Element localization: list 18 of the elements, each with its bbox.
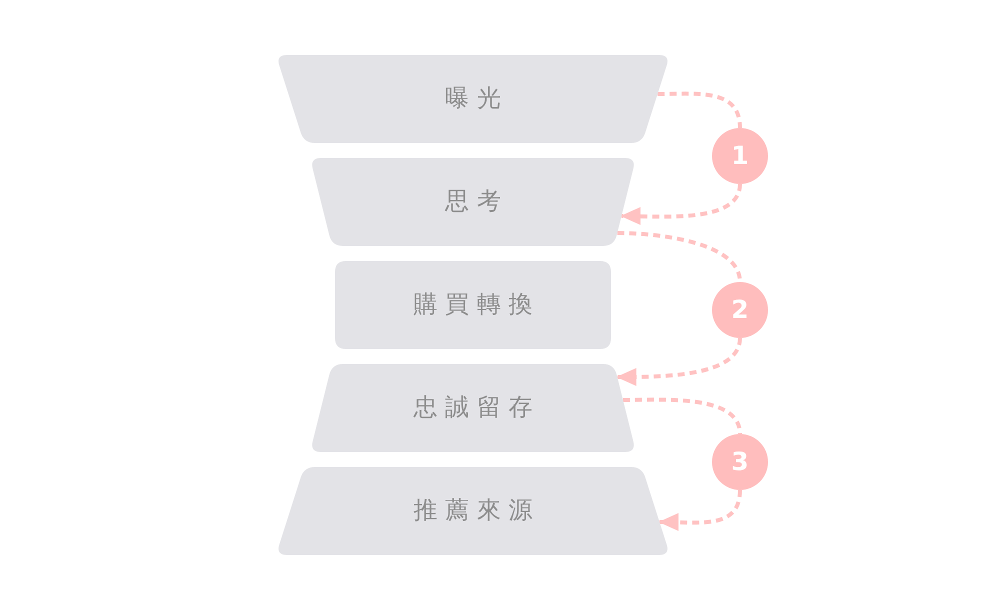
- stage-label: 購買轉換: [413, 291, 540, 319]
- funnel-stage: [310, 158, 636, 246]
- stage-label: 曝光: [445, 85, 509, 113]
- dashed-line: [658, 92, 742, 128]
- stage-label: 思考: [445, 188, 509, 216]
- stage-label: 忠誠留存: [413, 394, 540, 422]
- step-number: 2: [731, 296, 749, 324]
- funnel-stage: [276, 55, 670, 143]
- stage-label: 推薦來源: [413, 497, 540, 525]
- dashed-arrow: [620, 184, 742, 226]
- funnel-stage: [335, 261, 611, 349]
- step-number: 3: [731, 448, 749, 476]
- dashed-arrow: [616, 338, 742, 386]
- dashed-line: [622, 398, 742, 434]
- funnel-stage: [310, 364, 636, 452]
- step-number: 1: [731, 142, 749, 170]
- dashed-arrow: [658, 490, 742, 532]
- funnel-stage: [276, 467, 670, 555]
